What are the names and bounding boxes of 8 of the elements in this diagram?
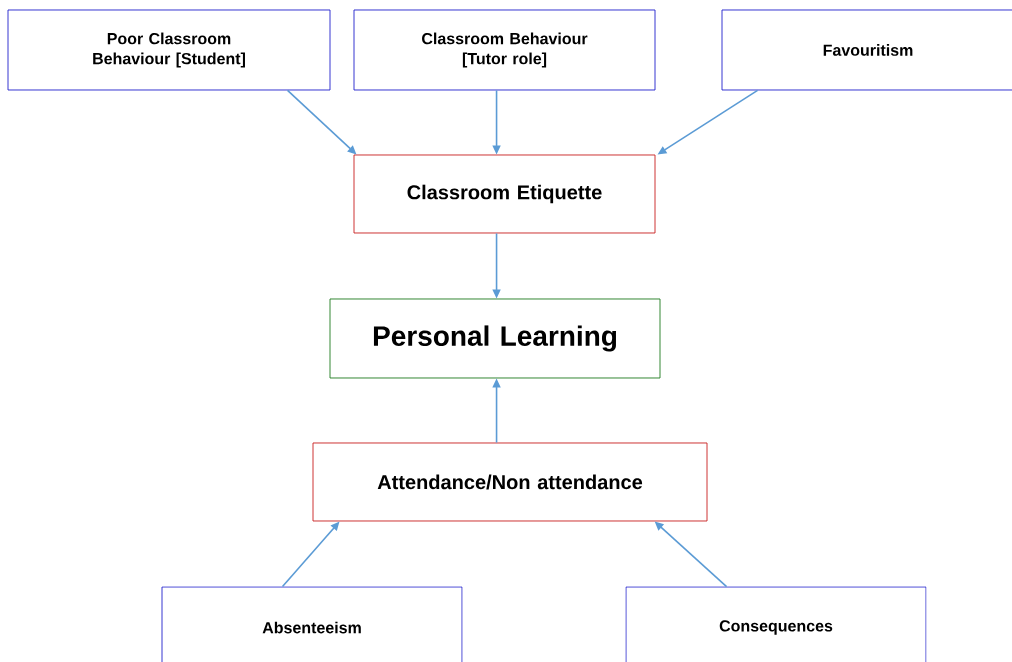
- concept-box: Absenteeism: [161, 586, 463, 662]
- concept-box: Favouritism: [721, 9, 1012, 91]
- concept-box: Personal Learning: [329, 298, 661, 379]
- concept-box: Classroom Behaviour [Tutor role]: [353, 9, 656, 91]
- concept-box: Attendance/Non attendance: [312, 442, 708, 522]
- concept-box: Consequences: [625, 586, 927, 662]
- concept-box: Poor Classroom Behaviour [Student]: [7, 9, 331, 91]
- concept-box: Classroom Etiquette: [353, 154, 656, 234]
